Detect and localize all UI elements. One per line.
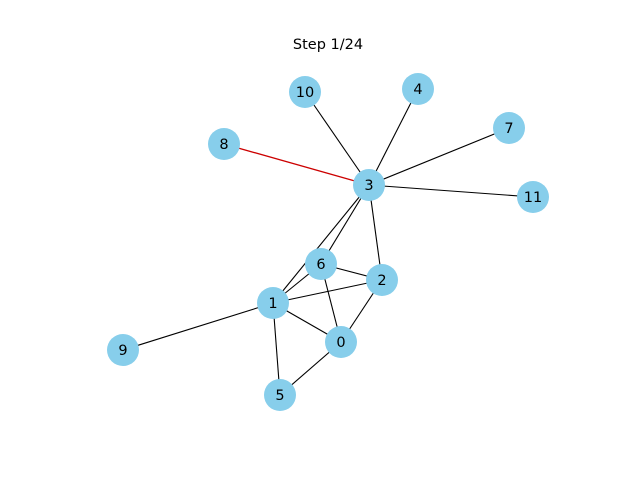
node-label-1: 1 — [268, 296, 277, 312]
node-label-2: 2 — [377, 273, 386, 289]
node-9: 9 — [107, 334, 139, 366]
node-label-4: 4 — [413, 82, 422, 98]
node-label-3: 3 — [364, 178, 373, 194]
edge-8-3-highlighted — [223, 143, 370, 186]
edge-1-9 — [122, 302, 274, 351]
node-circle-9 — [107, 334, 139, 366]
edge-3-7 — [368, 127, 510, 186]
node-circle-8 — [208, 128, 240, 160]
node-label-9: 9 — [118, 343, 127, 359]
nodes-layer: 0 1 2 3 4 5 6 7 8 9 10 11 — [107, 73, 549, 411]
node-label-6: 6 — [316, 257, 325, 273]
edge-3-4 — [368, 88, 419, 186]
node-circle-2 — [366, 264, 398, 296]
node-circle-7 — [493, 112, 525, 144]
node-circle-5 — [264, 379, 296, 411]
node-label-10: 10 — [296, 85, 314, 101]
node-4: 4 — [402, 73, 434, 105]
node-label-0: 0 — [336, 335, 345, 351]
node-circle-6 — [305, 248, 337, 280]
edge-3-11 — [368, 184, 534, 198]
edge-3-1 — [272, 184, 370, 304]
node-11: 11 — [517, 181, 549, 213]
node-circle-1 — [257, 287, 289, 319]
node-circle-0 — [325, 326, 357, 358]
node-circle-10 — [289, 76, 321, 108]
node-6: 6 — [305, 248, 337, 280]
node-label-5: 5 — [275, 388, 284, 404]
node-circle-3 — [353, 169, 385, 201]
chart-title: Step 1/24 — [293, 37, 363, 53]
node-label-11: 11 — [524, 190, 542, 206]
node-5: 5 — [264, 379, 296, 411]
node-label-8: 8 — [219, 137, 228, 153]
node-2: 2 — [366, 264, 398, 296]
node-circle-4 — [402, 73, 434, 105]
node-3: 3 — [353, 169, 385, 201]
node-1: 1 — [257, 287, 289, 319]
node-0: 0 — [325, 326, 357, 358]
node-10: 10 — [289, 76, 321, 108]
node-label-7: 7 — [504, 121, 513, 137]
node-8: 8 — [208, 128, 240, 160]
node-7: 7 — [493, 112, 525, 144]
edge-3-10 — [304, 91, 370, 186]
node-circle-11 — [517, 181, 549, 213]
